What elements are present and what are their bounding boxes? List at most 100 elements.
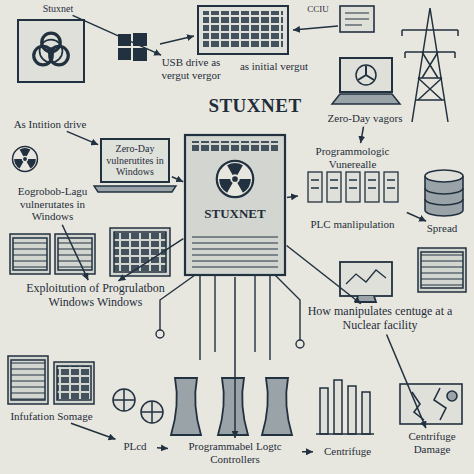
flow-arrow [302,451,313,453]
windows-logo [118,48,131,60]
plc-modules [384,172,398,202]
server-rack-right [421,252,463,288]
biohazard-panel [18,20,84,82]
windows-logo [133,48,147,61]
server-cables [296,340,304,348]
vector-note: as initial vergut [228,60,320,73]
laptop-caption: Zero-Day vagors [322,112,408,125]
malware-label: Stuxnet [28,3,88,15]
flow-arrow [287,196,298,198]
laptop-icon [356,65,376,85]
control-panel [203,11,283,49]
centrifuge-tubes [320,388,328,434]
laptop-icon [332,58,400,104]
node-text: As Intition drive [5,118,95,131]
monitor-icon [346,270,386,284]
cooling-towers [262,378,292,435]
server-tower [192,232,278,268]
monitor-icon [340,262,392,296]
node-text: Spread [418,222,466,235]
decor-arrows [293,26,338,30]
biohazard-panel [18,20,84,82]
server-racks-bottom [57,366,91,400]
monitor-icon [356,296,376,302]
flow-arrow [118,239,183,281]
flow-arrow [73,15,162,55]
controller-caption: Programmabel Logtc Controllers [170,440,300,465]
node-text: USB drive as vergut vergor [155,56,227,81]
plc-modules [308,172,322,202]
cooling-towers [171,378,201,435]
vulnerability-box: Zero-Day vulnerutites in Windows [100,138,170,183]
plc-short-caption: PLcd [115,440,155,453]
network-icon [345,19,369,20]
fan-icons [113,389,163,423]
icon-label: CCIU [298,4,338,14]
monitor-icon [340,262,392,302]
laptop-icon [358,66,374,80]
server-tower [217,161,253,197]
power-tower [402,8,458,122]
flow-arrow [287,245,361,303]
server-cables [156,275,304,360]
fan-icons [113,389,163,423]
flow-arrow [407,212,426,221]
server-racks-left [10,234,50,274]
node-text: Exploitution of Progrulatbon Windows Win… [8,282,183,310]
server-racks-bottom [54,362,94,404]
server-racks-left [55,234,95,274]
damage-icon [412,388,446,420]
node-text: Programmabel Logtc Controllers [170,440,300,465]
node-text: PLcd [115,440,155,453]
spread-caption: Spread [418,222,466,235]
database-icon [425,188,463,205]
node-text: STUXNET [185,207,285,222]
node-text: Stuxnet [28,3,88,15]
diagram-title: STUXNET [195,95,315,117]
server-cables [160,275,300,340]
plc-modules [327,172,341,202]
flow-arrow [62,225,88,280]
node-text: Programmologic Vunerealle [300,145,405,170]
flow-arrow [67,131,98,144]
laptop-icon [340,58,392,92]
facility-caption: How manipulates centuge at a Nuclear fac… [290,305,470,333]
plc-modules [311,187,395,188]
node-text: How manipulates centuge at a Nuclear fac… [290,305,470,333]
biohazard-panel [34,33,69,65]
damage-caption: Infufation Somage [3,410,100,423]
centrifuge-tubes [348,386,356,434]
centrifuge-caption: Centrifuge [315,445,380,458]
server-rack-right [418,248,466,292]
drive-caption: As Intition drive [5,118,95,131]
control-panel [198,6,288,54]
centrifuge-tubes [362,392,370,434]
exploit-caption: Exploitution of Progrulatbon Windows Win… [8,282,183,310]
radiation-icon [13,147,38,172]
server-racks-bottom [11,360,45,400]
plc-modules [311,179,395,180]
flow-arrow [157,447,168,449]
database-icon [425,170,463,182]
server-tower [192,141,278,153]
plc-caption: Programmologic VunereallePLC manlipulati… [300,145,405,231]
node-text: Centrifuge [315,445,380,458]
plc-modules [346,172,360,202]
plc-modules [308,172,398,202]
centrifuge-tubes [316,380,374,434]
server-racks-left [13,238,47,270]
power-tower [412,8,448,122]
damage-icon [447,391,457,401]
server-racks-bottom [8,356,94,404]
node-text: Zero-Day vagors [322,112,408,125]
server-racks-left [110,228,170,276]
flow-arrow [234,277,236,438]
server-racks-bottom [8,356,48,404]
cooling-towers [218,378,248,435]
control-panel [198,6,288,54]
radiation-icon [13,147,38,172]
node-text: Eogrobob-Lagu vulnerutates in Windows [5,185,100,223]
